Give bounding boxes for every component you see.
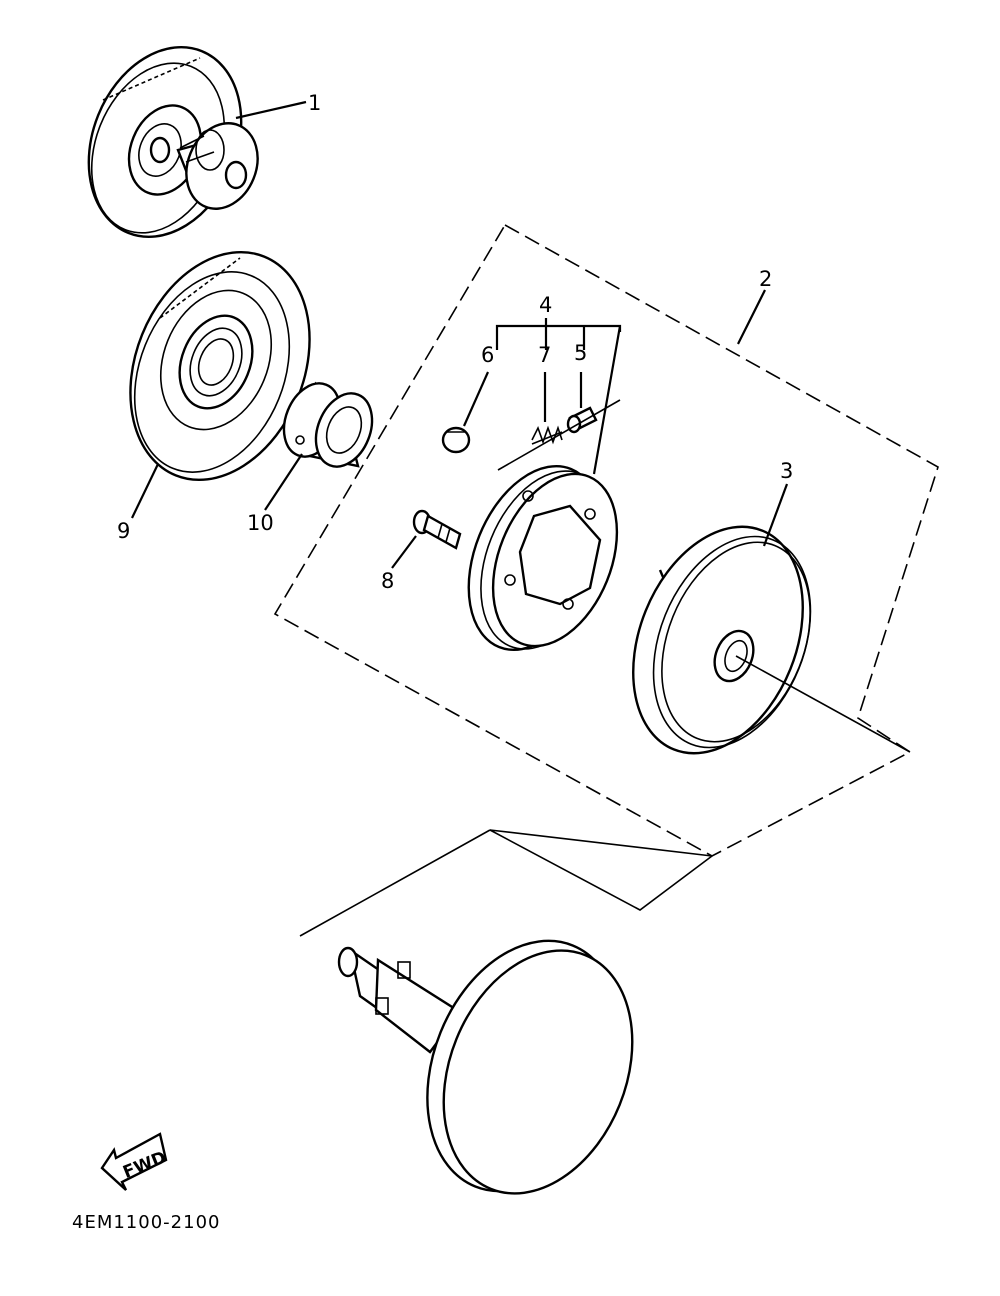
- part-8-bolt: [412, 509, 462, 550]
- part-number-4: 4: [539, 293, 552, 317]
- guide-line-rotor: [299, 829, 713, 937]
- part-number-8: 8: [381, 569, 394, 593]
- leader-part-10: [264, 453, 303, 511]
- part-10-collar: [282, 381, 374, 468]
- part-number-10: 10: [247, 511, 274, 535]
- part-7-spring: [531, 425, 563, 445]
- part-number-3: 3: [780, 459, 793, 483]
- part-number-5: 5: [574, 341, 587, 365]
- part-number-1: 1: [308, 91, 321, 115]
- part-1-idle-gear: [87, 46, 259, 238]
- leader-part-8: [391, 535, 417, 569]
- part-number-6: 6: [481, 343, 494, 367]
- fwd-arrow-icon: FWD: [100, 1132, 169, 1191]
- part-number-9: 9: [117, 519, 130, 543]
- guide-line-3-shaft: [735, 655, 911, 753]
- leader-part-6: [462, 371, 490, 427]
- part-3-clutch-outer: [632, 525, 812, 755]
- leader-part-9: [131, 463, 159, 519]
- rotor-assembly: [337, 939, 634, 1195]
- line-part-4-to-6-7: [497, 399, 621, 471]
- part-number-7: 7: [538, 343, 551, 367]
- leader-part-1: [235, 100, 307, 120]
- part-9-wheel-gear: [129, 250, 311, 482]
- part-6-roller: [441, 426, 471, 454]
- part-4-clutch-plate: [467, 464, 619, 652]
- part-2-group-boundary: [273, 223, 939, 857]
- drawing-code: 4EM1100-2100: [72, 1212, 220, 1233]
- leader-part-3: [762, 483, 789, 547]
- part-number-2: 2: [759, 267, 772, 291]
- leader-part-2: [737, 289, 766, 345]
- leader-part-4-bracket: [495, 318, 622, 475]
- part-5-plunger: [566, 406, 598, 434]
